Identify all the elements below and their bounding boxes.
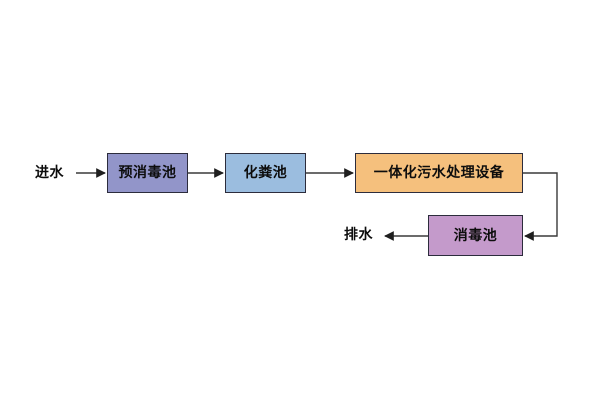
node-disinfection[interactable]: 消毒池 (428, 215, 523, 256)
node-integrated-equipment-label: 一体化污水处理设备 (373, 165, 505, 181)
node-disinfection-label: 消毒池 (453, 227, 498, 244)
node-septic-tank-label: 化粪池 (243, 165, 288, 181)
edge-label-influent: 进水 (35, 165, 64, 181)
node-pre-disinfection[interactable]: 预消毒池 (107, 153, 188, 193)
node-pre-disinfection-label: 预消毒池 (118, 165, 177, 181)
node-integrated-equipment[interactable]: 一体化污水处理设备 (355, 153, 523, 193)
connector-integrated-equip-to-disinfection (523, 172, 558, 241)
edge-label-effluent: 排水 (344, 227, 373, 243)
node-septic-tank[interactable]: 化粪池 (225, 153, 306, 193)
